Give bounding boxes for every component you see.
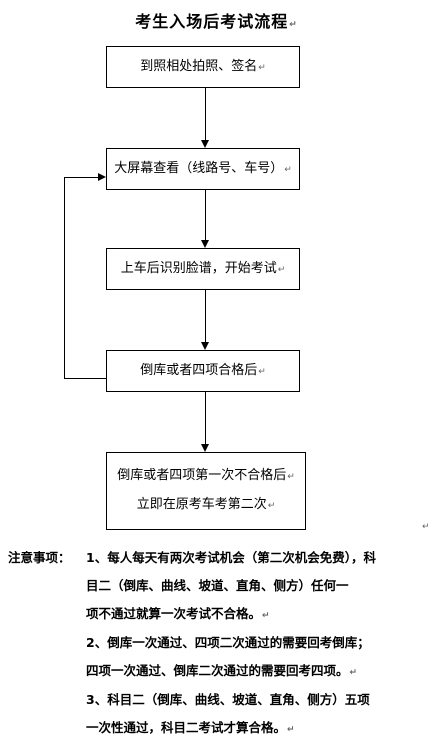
step-box-failed-retry: 倒库或者四项第一次不合格后↵ 立即在原考车考第二次↵ (106, 452, 306, 530)
step-box-photo-sign: 到照相处拍照、签名↵ (106, 46, 300, 88)
paragraph-mark: ↵ (289, 20, 298, 30)
step-text: 立即在原考车考第二次 (136, 497, 267, 512)
arrow-head (201, 140, 209, 148)
loop-line-bottom (64, 378, 106, 379)
paragraph-mark: ↵ (422, 522, 430, 532)
step-text: 到照相处拍照、签名 (140, 58, 258, 74)
arrow-head (201, 444, 209, 452)
step-text: 倒库或者四项第一次不合格后 (117, 468, 287, 483)
step-box-passed: 倒库或者四项合格后↵ (106, 350, 300, 392)
diagram-title: 考生入场后考试流程↵ (135, 12, 298, 31)
step-text: 大屏幕查看（线路号、车号） (114, 160, 284, 176)
loop-arrow-head (98, 173, 106, 181)
arrow-head (201, 342, 209, 350)
connector-line (205, 290, 206, 342)
step-box-big-screen: 大屏幕查看（线路号、车号）↵ (106, 148, 300, 190)
step-text: 上车后识别脸谱，开始考试 (120, 260, 277, 276)
loop-line-left (64, 177, 65, 379)
connector-line (205, 190, 206, 240)
connector-line (205, 88, 206, 140)
loop-line-top (64, 177, 98, 178)
step-text: 倒库或者四项合格后 (140, 362, 258, 378)
arrow-head (201, 240, 209, 248)
notes-label: 注意事项： (8, 550, 71, 565)
step-box-face-recognition: 上车后识别脸谱，开始考试↵ (106, 248, 300, 290)
connector-line (205, 392, 206, 444)
